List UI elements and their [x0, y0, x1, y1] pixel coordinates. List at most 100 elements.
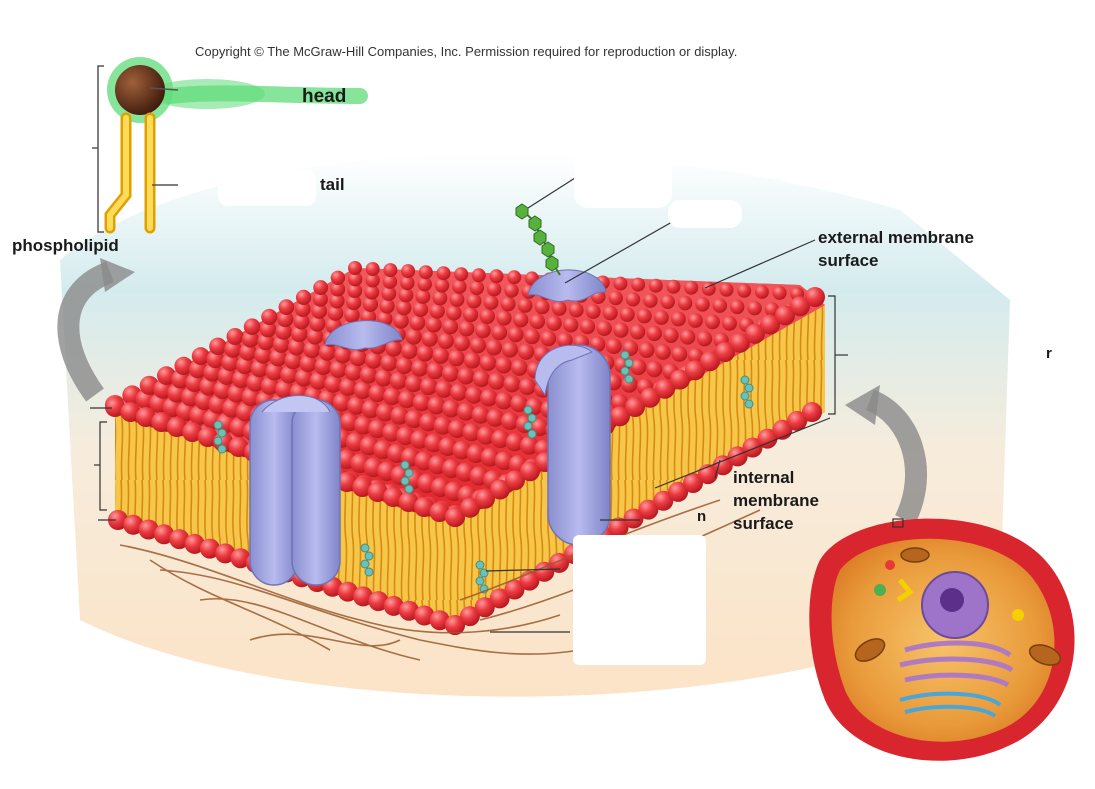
carbohydrate-chain — [515, 203, 561, 276]
phospholipid-head — [409, 314, 426, 331]
phospholipid-head — [209, 337, 227, 356]
phospholipid-head — [643, 293, 658, 308]
phospholipid-head — [294, 368, 313, 387]
phospholipid-head — [368, 591, 389, 612]
phospholipid-head — [352, 477, 373, 497]
phospholipid-head — [568, 302, 584, 318]
phospholipid-head — [445, 507, 465, 527]
phospholipid-head — [787, 410, 808, 431]
phospholipid-head — [513, 312, 529, 328]
label-internal-membrane-surface: internal membrane surface — [733, 466, 819, 535]
phospholipid-head — [362, 296, 379, 312]
phospholipid-head — [383, 487, 404, 507]
phospholipid-head — [157, 366, 176, 385]
phospholipid-head — [442, 318, 459, 335]
phospholipid-head — [184, 533, 205, 554]
phospholipid-head — [374, 369, 393, 387]
phospholipid-head — [260, 376, 280, 395]
phospholipid-head — [400, 275, 415, 291]
phospholipid-head — [475, 322, 491, 339]
erased-label-tail-prefix — [218, 170, 316, 206]
phospholipid-head — [265, 362, 284, 381]
phospholipid-head — [425, 316, 442, 333]
phospholipid-head — [491, 429, 510, 449]
phospholipid-head — [474, 597, 495, 618]
phospholipid-head — [275, 379, 294, 399]
phospholipid-head — [754, 284, 769, 299]
phospholipid-head — [414, 497, 435, 517]
label-external-membrane-surface: external membrane surface — [818, 226, 974, 272]
phospholipid-head — [429, 303, 445, 319]
side-tail-layer — [455, 305, 825, 625]
phospholipid-head — [438, 437, 458, 456]
phospholipid-head — [480, 389, 498, 407]
phospholipid-head — [462, 423, 481, 442]
phospholipid-head — [259, 320, 277, 338]
phospholipid-head — [480, 447, 500, 467]
phospholipid-head — [383, 595, 404, 616]
zoom-arrow-left — [57, 261, 115, 402]
phospholipid-head — [453, 335, 470, 352]
phospholipid-head — [602, 305, 618, 321]
phospholipid-head — [504, 579, 525, 600]
phospholipid-head — [668, 481, 689, 502]
phospholipid-head — [395, 357, 413, 374]
phospholipid-head — [463, 352, 481, 369]
phospholipid-head — [485, 339, 502, 356]
phospholipid-head — [636, 308, 652, 324]
phospholipid-head — [449, 292, 465, 307]
phospholipid-head — [199, 538, 220, 559]
phospholipid-head — [382, 423, 401, 442]
phospholipid-head — [293, 313, 310, 330]
phospholipid-head — [608, 290, 623, 306]
phospholipid-head — [412, 393, 431, 412]
phospholipid-head — [757, 428, 778, 449]
phospholipid-head — [368, 384, 387, 403]
phospholipid-head — [488, 372, 505, 390]
phospholipid-head — [364, 284, 380, 300]
phospholipid-head — [354, 415, 373, 435]
phospholipid-head — [380, 354, 398, 372]
phospholipid-head — [215, 543, 236, 564]
phospholipid-head — [722, 315, 737, 331]
label-fragment-right: r — [1046, 345, 1052, 362]
phospholipid-head — [306, 328, 324, 345]
phospholipid-head — [517, 343, 535, 360]
phospholipid-head — [631, 277, 646, 292]
phospholipid-head — [336, 472, 357, 492]
phospholipid-head — [381, 286, 397, 301]
label-external-line-2: surface — [818, 251, 879, 270]
phospholipid-head — [623, 508, 644, 529]
phospholipid-head — [469, 280, 485, 296]
phospholipid-head — [269, 348, 287, 367]
phospholipid-head — [505, 433, 524, 452]
phospholipid-head — [666, 279, 681, 294]
phospholipid-head — [337, 581, 358, 602]
phospholipid-head — [396, 300, 412, 316]
phospholipid-head — [696, 331, 713, 347]
phospholipid-head — [670, 369, 690, 390]
phospholipid-head — [613, 276, 628, 291]
phospholipid-icon — [92, 57, 368, 234]
phospholipid-head — [390, 406, 409, 425]
phospholipid-head — [417, 276, 432, 292]
phospholipid-head — [330, 270, 346, 286]
phospholipid-head — [646, 361, 663, 378]
phospholipid-head — [655, 378, 675, 399]
phospholipid-head — [311, 303, 328, 319]
phospholipid-head — [790, 296, 810, 317]
phospholipid-head — [318, 343, 336, 361]
phospholipid-head — [494, 451, 514, 471]
label-external-line-1: external membrane — [818, 228, 974, 247]
phospholipid-head — [404, 409, 424, 429]
phospholipid-head — [246, 373, 265, 392]
phospholipid-head — [365, 273, 380, 288]
phospholipid-head — [495, 356, 512, 374]
phospholipid-head — [519, 436, 539, 455]
phospholipid-head — [295, 289, 312, 306]
phospholipid-head — [518, 378, 536, 396]
phospholipid-head — [353, 586, 374, 607]
phospholipid-head — [452, 440, 472, 460]
phospholipid-head — [105, 397, 125, 417]
phospholipid-head — [398, 492, 419, 512]
